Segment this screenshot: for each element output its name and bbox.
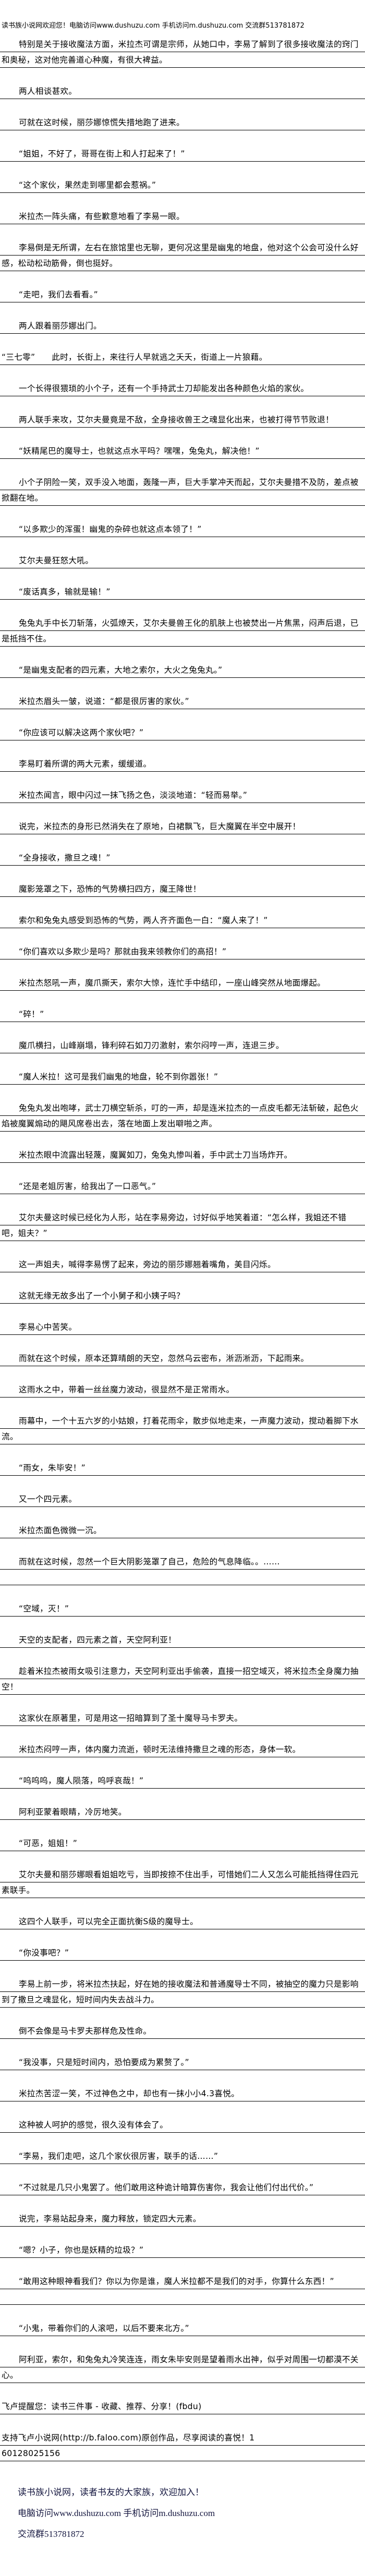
paragraph: “还是老姐厉害，给我出了一口恶气。” (0, 1178, 365, 1194)
paragraph: “你们喜欢以多欺少是吗？那就由我来领教你们的高招！” (0, 944, 365, 959)
site-welcome-banner: 读书族小说网欢迎您！电脑访问www.dushuzu.com 手机访问m.dush… (2, 22, 305, 30)
footer-slogan: 读书族小说网，读者书友的大家族，欢迎加入！ (18, 2487, 204, 2497)
paragraph: 这四个人联手，可以完全正面抗衡S级的魔导士。 (0, 1914, 365, 1929)
paragraph: 兔兔丸发出咆哮，武士刀横空斩杀，叮的一声，却是连米拉杰的一点皮毛都无法斩破，起色… (0, 1100, 365, 1132)
paragraph: 小个子阴险一笑，双手没入地面，轰隆一声，巨大手掌冲天而起，艾尔夫曼措不及防，差点… (0, 475, 365, 506)
paragraph: 这雨水之中，带着一丝丝魔力波动，很显然不是正常雨水。 (0, 1382, 365, 1398)
footer-access-links: 电脑访问www.dushuzu.com 手机访问m.dushuzu.com (18, 2508, 215, 2518)
paragraph: “废话真多，输就是输！” (0, 584, 365, 600)
paragraph: 米拉杰面色微微一沉。 (0, 1523, 365, 1538)
paragraph: “全身接收，撒旦之魂！” (0, 850, 365, 866)
paragraph: 特别是关于接收魔法方面，米拉杰可谓是宗师，从她口中，李易了解到了很多接收魔法的窍… (0, 37, 365, 68)
paragraph: 李易盯着所谓的两大元素，缓缓道。 (0, 756, 365, 772)
paragraph: “你应该可以解决这两个家伙吧？” (0, 725, 365, 740)
paragraph: 天空的支配者，四元素之首，天空阿利亚！ (0, 1632, 365, 1648)
paragraph: “碎！” (0, 1006, 365, 1022)
paragraph: 又一个四元素。 (0, 1491, 365, 1507)
paragraph: 魔影笼罩之下，恐怖的气势横扫四方，魔王降世！ (0, 881, 365, 897)
paragraph: “是幽鬼支配者的四元素，大地之索尔，大火之兔兔丸。” (0, 662, 365, 678)
paragraph: 米拉杰眉头一皱，说道：“都是很厉害的家伙。” (0, 694, 365, 709)
paragraph: “不过就是几只小鬼罢了。他们敢用这种诡计暗算伤害你，我会让他们付出代价。” (0, 2180, 365, 2195)
paragraph: 支持飞卢小说网(http://b.faloo.com)原创作品，尽享阅读的喜悦！… (0, 2430, 365, 2446)
paragraph: 阿利亚，索尔，和兔兔丸冷笑连连，雨女朱毕安则是望着雨水出神，似乎对周围一切都漠不… (0, 2352, 365, 2383)
paragraph: 60128025156 (0, 2446, 365, 2461)
paragraph: “这个家伙，果然走到哪里都会惹祸。” (0, 177, 365, 193)
paragraph: “你没事吧？” (0, 1945, 365, 1961)
paragraph: “我没事，只是短时间内，恐怕要成为累赘了。” (0, 2055, 365, 2070)
paragraph: 这一声姐夫，喊得李易愣了起来，旁边的丽莎娜翘着嘴角，美目闪烁。 (0, 1257, 365, 1272)
paragraph: “嗯？小子，你也是妖精的垃圾？” (0, 2242, 365, 2258)
paragraph: 雨幕中，一个十五六岁的小姑娘，打着花雨伞，散步似地走来，一声魔力波动，搅动着脚下… (0, 1413, 365, 1444)
paragraph: 一个长得很猥琐的小个子，还有一个手持武士刀却能发出各种颜色火焰的家伙。 (0, 381, 365, 396)
paragraph: 这就无缘无故多出了一个小舅子和小姨子吗？ (0, 1288, 365, 1304)
paragraph: 米拉杰苦涩一笑，不过神色之中，却也有一抹小小4.3喜悦。 (0, 2086, 365, 2101)
paragraph: “妖精尾巴的魔导士，也就这点水平吗？嘿嘿，兔兔丸，解决他！” (0, 443, 365, 459)
paragraph: 这种被人呵护的感觉，很久没有体会了。 (0, 2117, 365, 2133)
paragraph: 米拉杰眼中流露出轻蔑，魔翼如刀，兔兔丸惨叫着，手中武士刀当场炸开。 (0, 1147, 365, 1163)
paragraph: 说完，李易站起身来，魔力释放，锁定四大元素。 (0, 2211, 365, 2227)
paragraph: “以多欺少的浑蛋！幽鬼的杂碎也就这点本领了！” (0, 521, 365, 537)
paragraph: 兔兔丸手中长刀斩落，火弧燎天，艾尔夫曼兽王化的肌肤上也被焚出一片焦黑，闷声后退，… (0, 615, 365, 647)
paragraph: “小鬼，带着你们的人滚吧，以后不要来北方。” (0, 2320, 365, 2336)
paragraph: 而就在这时候，忽然一个巨大阴影笼罩了自己，危险的气息降临。。…… (0, 1554, 365, 1585)
paragraph: 米拉杰闻言，眼中闪过一抹飞扬之色，淡淡地道：“轻而易举。” (0, 787, 365, 803)
paragraph: “可恶，姐姐！” (0, 1836, 365, 1851)
paragraph: 两人联手来攻，艾尔夫曼竟是不敌，全身接收兽王之魂显化出来，也被打得节节败退！ (0, 412, 365, 428)
paragraph: 米拉杰怒吼一声，魔爪撕天，索尔大惊，连忙手中结印，一座山峰突然从地面爆起。 (0, 975, 365, 991)
paragraph: “姐姐，不好了，哥哥在街上和人打起来了！” (0, 146, 365, 162)
paragraph: “李易，我们走吧，这几个家伙很厉害，联手的话……” (0, 2148, 365, 2164)
chapter-paragraphs: 特别是关于接收魔法方面，米拉杰可谓是宗师，从她口中，李易了解到了很多接收魔法的窍… (0, 37, 365, 2461)
paragraph: 而就在这个时候，原本还算晴朗的天空，忽然乌云密布，淅沥淅沥，下起雨来。 (0, 1351, 365, 1366)
paragraph: 倒不会像是马卡罗夫那样危及性命。 (0, 2023, 365, 2039)
paragraph: 说完，米拉杰的身形已然消失在了原地，白裙飘飞，巨大魔翼在半空中展开！ (0, 819, 365, 834)
paragraph: “走吧，我们去看看。” (0, 287, 365, 302)
paragraph: 飞卢提醒您：读书三件事 - 收藏、推荐、分享！(fbdu) (0, 2399, 365, 2414)
paragraph: “呜呜呜，魔人陨落，呜呼哀哉！” (0, 1773, 365, 1789)
paragraph: 艾尔夫曼狂怒大吼。 (0, 553, 365, 568)
paragraph: “魔人米拉！这可是我们幽鬼的地盘，轮不到你嚣张！” (0, 1069, 365, 1085)
paragraph: 两人跟着丽莎娜出门。 (0, 318, 365, 334)
paragraph: 艾尔夫曼和丽莎娜眼看姐姐吃亏，当即按捺不住出手，可惜她们二人又怎么可能抵挡得住四… (0, 1867, 365, 1898)
paragraph: 米拉杰闷哼一声，体内魔力流逝，顿时无法维持撒旦之魂的形态，身体一软。 (0, 1742, 365, 1757)
paragraph: 李易倒是无所谓，左右在旅馆里也无聊，更何况这里是幽鬼的地盘，他对这个公会可没什么… (0, 240, 365, 271)
paragraph: 两人相谈甚欢。 (0, 83, 365, 99)
paragraph: “敢用这种眼神看我们？你以为你是谁，魔人米拉都不是我们的对手，你算什么东西！” (0, 2274, 365, 2305)
paragraph: 趁着米拉杰被雨女吸引注意力，天空阿利亚出手偷袭，直接一招空域灭，将米拉杰全身魔力… (0, 1663, 365, 1695)
paragraph: 索尔和兔兔丸感受到恐怖的气势，两人齐齐面色一白：“魔人来了！” (0, 913, 365, 928)
site-footer: 读书族小说网，读者书友的大家族，欢迎加入！ 电脑访问www.dushuzu.co… (0, 2482, 365, 2545)
paragraph: “空域，灭！” (0, 1601, 365, 1617)
paragraph: 可就在这时候，丽莎娜惊慌失措地跑了进来。 (0, 115, 365, 130)
paragraph: 李易心中苦笑。 (0, 1319, 365, 1335)
paragraph: 李易上前一步，将米拉杰扶起，好在她的接收魔法和普通魔导士不同，被抽空的魔力只是影… (0, 1976, 365, 2008)
paragraph: 魔爪横扫，山峰崩塌，锋利碎石如刀刃激射，索尔闷哼一声，连退三步。 (0, 1038, 365, 1053)
footer-group-number: 交流群513781872 (18, 2529, 84, 2539)
paragraph: 米拉杰一阵头痛，有些歉意地看了李易一眼。 (0, 209, 365, 224)
paragraph: “三七零” 此时，长街上，来往行人早就逃之夭夭，街道上一片狼藉。 (0, 349, 365, 365)
paragraph: 这家伙在原著里，可是用这一招暗算到了圣十魔导马卡罗夫。 (0, 1710, 365, 1726)
paragraph: 艾尔夫曼这时候已经化为人形，站在李易旁边，讨好似乎地笑着道：“怎么样，我姐还不错… (0, 1210, 365, 1241)
paragraph: “雨女，朱毕安！” (0, 1460, 365, 1476)
paragraph: 阿利亚蒙着眼睛，冷厉地笑。 (0, 1804, 365, 1820)
chapter-content: 特别是关于接收魔法方面，米拉杰可谓是宗师，从她口中，李易了解到了很多接收魔法的窍… (0, 37, 365, 2545)
